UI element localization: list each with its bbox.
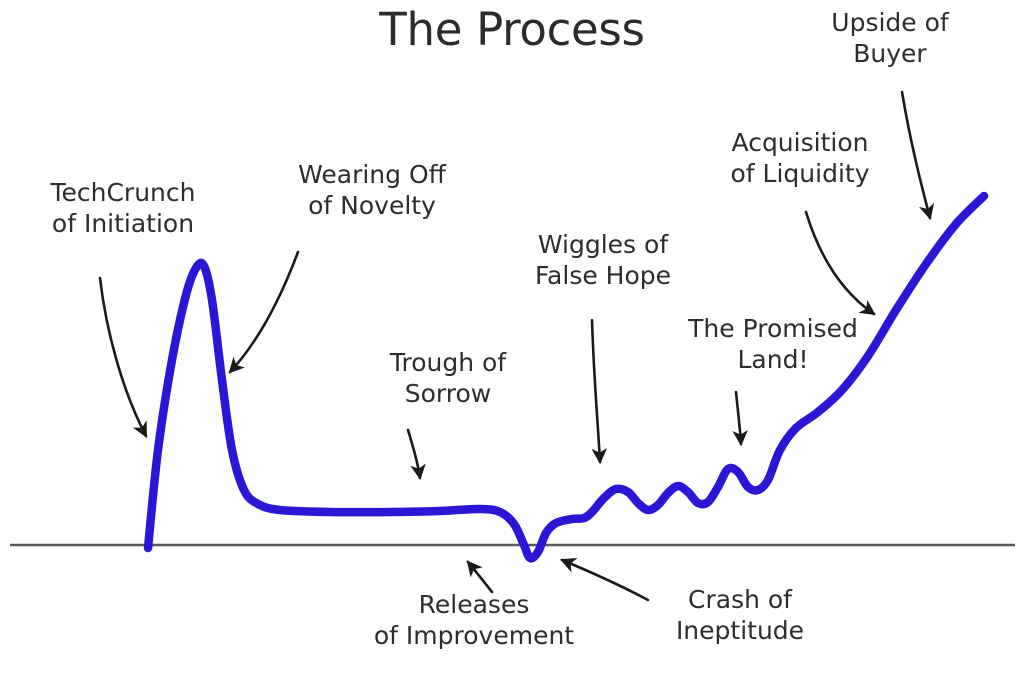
annotation-acquisition-of-liquidity: Acquisition of Liquidity <box>730 128 870 188</box>
arrow-trough <box>406 428 426 481</box>
annotation-upside-of-buyer: Upside of Buyer <box>831 8 949 68</box>
arrow-releases <box>466 560 494 594</box>
annotation-wiggles-of-false-hope: Wiggles of False Hope <box>534 230 672 290</box>
annotation-techcrunch-of-initiation: TechCrunch of Initiation <box>50 178 196 238</box>
arrow-crash <box>560 558 650 602</box>
arrow-novelty <box>228 250 300 374</box>
annotation-trough-of-sorrow: Trough of Sorrow <box>389 348 507 408</box>
annotation-arrow-layer <box>98 90 935 602</box>
arrow-acquisition <box>804 210 876 316</box>
page-title: The Process <box>379 3 645 56</box>
arrow-techcrunch <box>98 276 148 438</box>
annotation-the-promised-land: The Promised Land! <box>688 314 858 374</box>
arrow-upside <box>900 90 935 221</box>
arrow-wiggles <box>590 318 608 465</box>
annotation-wearing-off-of-novelty: Wearing Off of Novelty <box>298 160 446 220</box>
annotation-crash-of-ineptitude: Crash of Ineptitude <box>675 585 805 645</box>
annotation-releases-of-improvement: Releases of Improvement <box>373 590 575 650</box>
startup-curve-line <box>143 191 989 563</box>
arrow-promised <box>732 390 748 447</box>
